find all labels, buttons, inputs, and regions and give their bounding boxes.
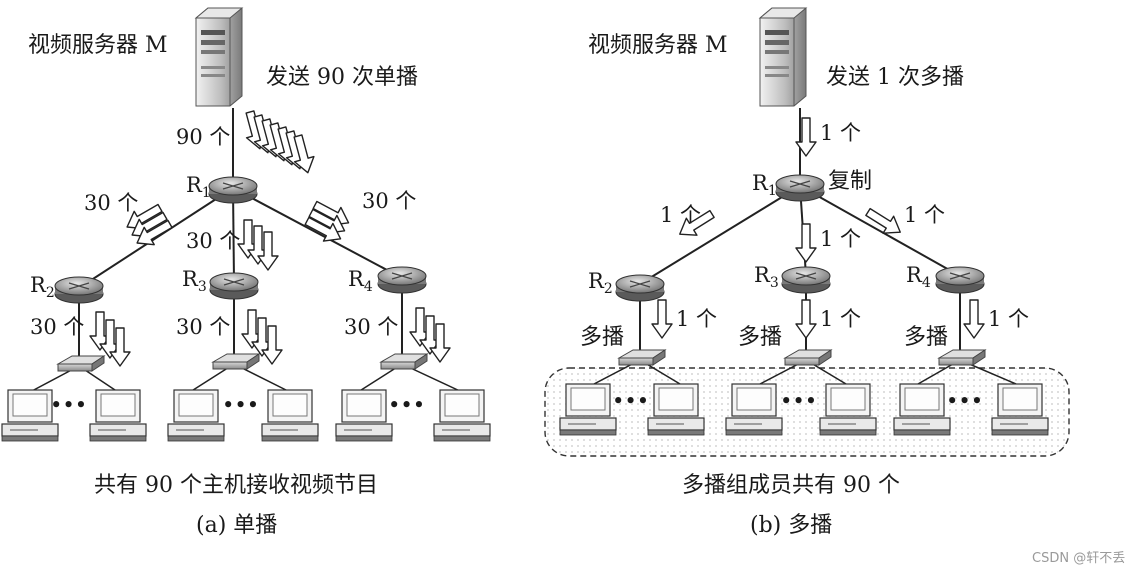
video-server-icon <box>759 7 807 107</box>
router-label-r3: R3 <box>182 267 207 295</box>
router-r3-icon <box>209 272 259 300</box>
count-label: 30 个 <box>186 229 240 253</box>
router-r3-icon <box>781 266 831 294</box>
send-label: 发送 1 次多播 <box>826 65 964 90</box>
arrow-r2-down <box>651 299 673 339</box>
count-label: 30 个 <box>84 191 138 215</box>
server-label: 视频服务器 M <box>588 33 728 58</box>
arrow-r3-down <box>795 299 817 339</box>
arrows-server-r1 <box>239 108 319 176</box>
router-label-r1: R1 <box>186 173 211 201</box>
router-r2-icon <box>54 276 104 304</box>
summary-text: 多播组成员共有 90 个 <box>682 473 900 498</box>
switch-icon <box>618 349 666 366</box>
computer-icon <box>167 389 225 442</box>
count-label: 1 个 <box>820 121 861 145</box>
summary-text: 共有 90 个主机接收视频节目 <box>94 473 378 498</box>
host-ellipsis: ••• <box>946 389 983 413</box>
computer-icon <box>647 383 705 436</box>
router-label-r3: R3 <box>754 263 779 291</box>
router-r4-icon <box>935 266 985 294</box>
multicast-label: 多播 <box>580 325 624 350</box>
count-label: 1 个 <box>676 307 717 331</box>
switch-icon <box>938 349 986 366</box>
multicast-label: 多播 <box>904 325 948 350</box>
router-label-r4: R4 <box>348 267 373 295</box>
count-label: 30 个 <box>362 189 416 213</box>
count-label: 1 个 <box>820 227 861 251</box>
computer-icon <box>991 383 1049 436</box>
computer-icon <box>261 389 319 442</box>
router-r4-icon <box>377 266 427 294</box>
host-ellipsis: ••• <box>612 389 649 413</box>
host-ellipsis: ••• <box>780 389 817 413</box>
arrows-r1-r3 <box>237 219 279 271</box>
copy-label: 复制 <box>828 169 872 194</box>
multicast-label: 多播 <box>738 325 782 350</box>
count-label: 30 个 <box>176 315 230 339</box>
link-r1-r2 <box>639 185 801 285</box>
multicast-panel: ••• ••• ••• 视频服务器 M 发送 1 次多播 1 个 复制 R1 R… <box>544 7 1070 538</box>
arrow-r1-r4 <box>862 202 907 242</box>
computer-icon <box>725 383 783 436</box>
send-label: 发送 90 次单播 <box>266 65 418 90</box>
host-ellipsis: ••• <box>388 393 425 417</box>
link-r1-r2 <box>78 187 234 289</box>
figure-caption: (a) 单播 <box>196 513 277 538</box>
count-label: 30 个 <box>344 315 398 339</box>
host-ellipsis: ••• <box>222 393 259 417</box>
video-server-icon <box>195 7 243 107</box>
count-label: 1 个 <box>988 307 1029 331</box>
count-label: 30 个 <box>30 315 84 339</box>
switch-icon <box>380 353 428 370</box>
router-r1-icon <box>208 176 258 204</box>
link-r1-r4 <box>799 185 961 277</box>
computer-icon <box>819 383 877 436</box>
unicast-panel: ••• ••• ••• <box>1 7 491 538</box>
link-r1-r4 <box>232 187 403 279</box>
switch-icon <box>57 355 105 372</box>
server-label: 视频服务器 M <box>28 33 168 58</box>
watermark: CSDN @轩不丢 <box>1032 551 1125 566</box>
count-label: 1 个 <box>904 203 945 227</box>
computer-icon <box>559 383 617 436</box>
arrow-r4-down <box>963 299 985 339</box>
count-label: 1 个 <box>820 307 861 331</box>
host-ellipsis: ••• <box>50 393 87 417</box>
router-label-r4: R4 <box>906 263 931 291</box>
link-r1-r3 <box>232 187 235 283</box>
count-label: 90 个 <box>176 125 230 149</box>
computer-icon <box>89 389 147 442</box>
switch-icon <box>212 353 260 370</box>
computer-icon <box>335 389 393 442</box>
router-label-r2: R2 <box>30 273 55 301</box>
router-r2-icon <box>615 274 665 302</box>
figure-caption: (b) 多播 <box>750 513 832 538</box>
computer-icon <box>433 389 491 442</box>
router-label-r2: R2 <box>588 269 613 297</box>
arrow-r1-r3 <box>795 223 817 263</box>
switch-icon <box>784 349 832 366</box>
arrows-r1-r4 <box>301 195 354 249</box>
count-label: 1 个 <box>660 203 701 227</box>
router-r1-icon <box>775 174 825 202</box>
router-label-r1: R1 <box>752 171 777 199</box>
computer-icon <box>893 383 951 436</box>
